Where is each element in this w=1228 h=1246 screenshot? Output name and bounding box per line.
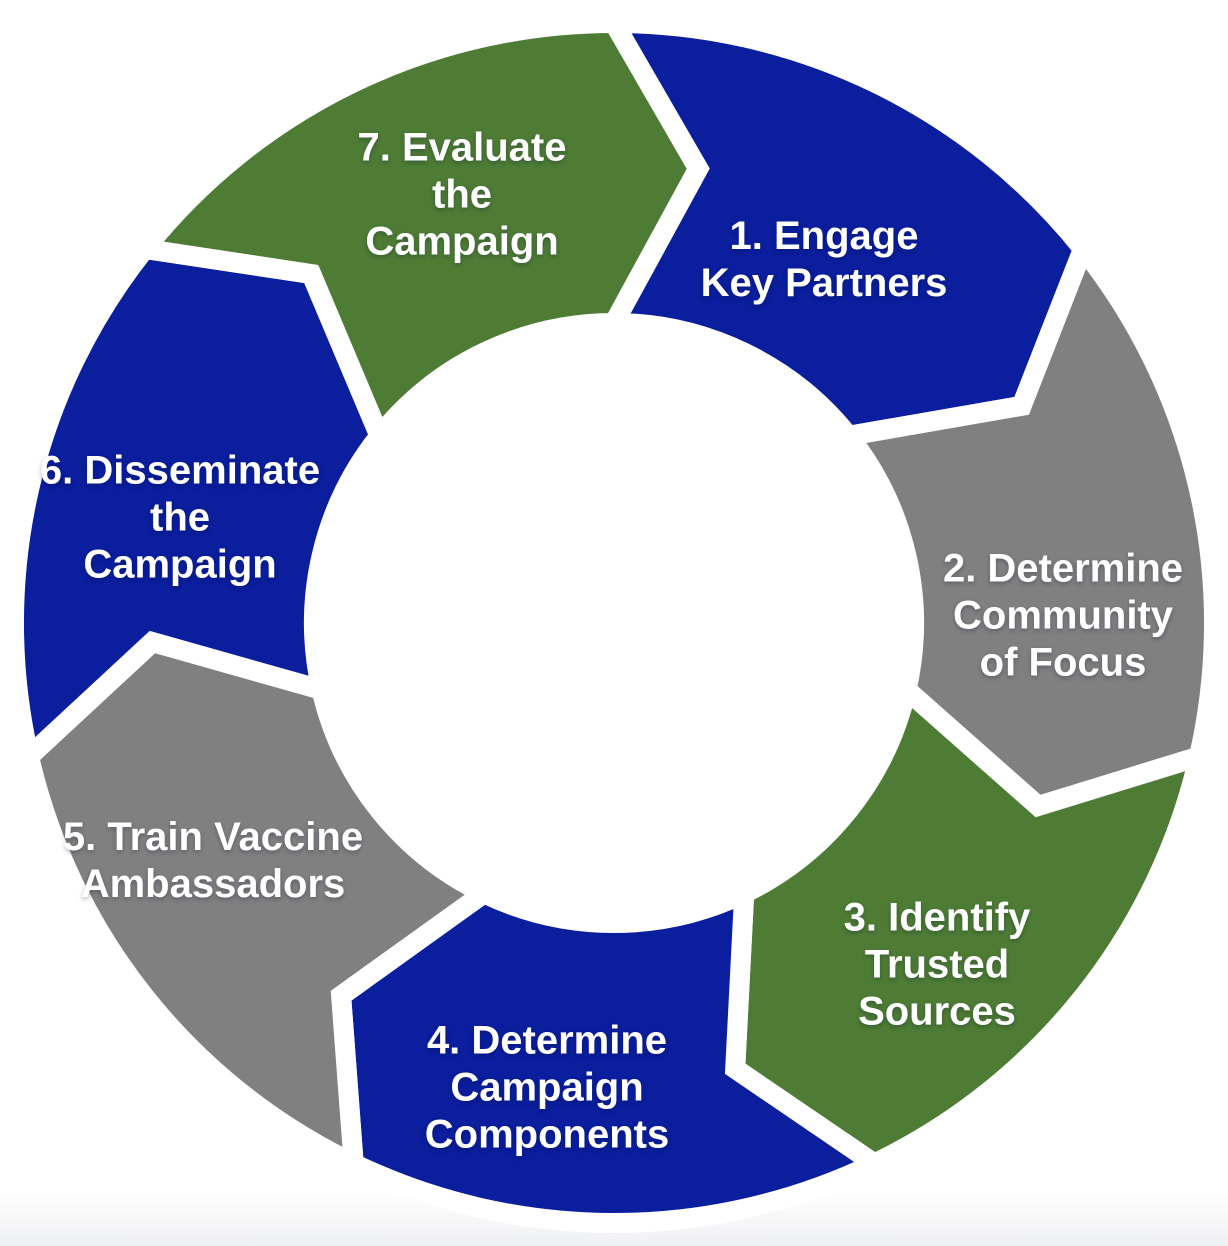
segment-arrow-3: [724, 671, 1213, 1176]
segment-arrow-4: [330, 876, 895, 1233]
segment-arrow-6: [3, 238, 392, 776]
segment-arrow-1: [596, 12, 1095, 447]
segment-arrow-2: [830, 229, 1225, 818]
segment-arrow-7: [126, 12, 710, 456]
segment-arrow-5: [17, 630, 504, 1181]
